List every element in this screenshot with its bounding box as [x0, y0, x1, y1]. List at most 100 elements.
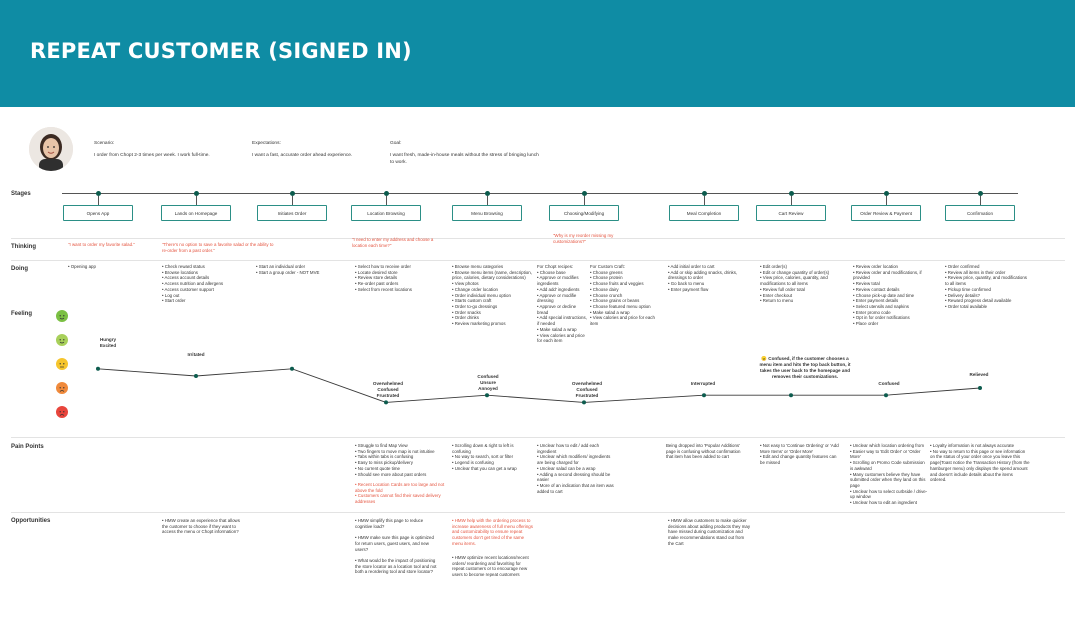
stage-connector	[386, 196, 387, 205]
stage-dot	[581, 191, 587, 196]
feeling-label: Hungry Excited	[99, 337, 117, 348]
feeling-line	[97, 368, 981, 403]
feeling-point	[789, 393, 793, 398]
stage-dot	[289, 191, 295, 196]
stage-connector	[791, 196, 792, 205]
feeling-label: Relieved	[969, 372, 989, 377]
thinking-quote: "I need to enter my address and choose a…	[352, 237, 434, 248]
stage-box: Opens App	[63, 205, 133, 221]
feeling-point	[884, 393, 888, 398]
stage-box: Confirmation	[945, 205, 1015, 221]
doing-list: • Select how to receive order • Locate d…	[355, 264, 412, 292]
expectations-text: I want a fast, accurate order ahead expe…	[252, 153, 353, 158]
row-label-opportunities: Opportunities	[11, 518, 51, 524]
doing-list: • Opening app	[68, 264, 96, 269]
stage-connector	[886, 196, 887, 205]
row-divider	[11, 437, 1065, 438]
feeling-point	[485, 393, 489, 398]
pain-points-list: • Struggle to find Map View • Two finger…	[355, 443, 435, 477]
row-divider	[11, 238, 1065, 239]
title-banner: REPEAT CUSTOMER (SIGNED IN)	[0, 0, 1075, 107]
pain-points-list: • Loyalty information is not always accu…	[930, 443, 1030, 483]
stage-connector	[292, 196, 293, 205]
opportunity-list: • HMW simplify this page to reduce cogni…	[355, 518, 437, 575]
goal-title: Goal:	[390, 141, 402, 146]
stage-box: Order Review & Payment	[851, 205, 921, 221]
pain-points-list: • Unclear which location ordering from •…	[850, 443, 928, 506]
feeling-face-icon	[56, 358, 68, 370]
feeling-label: Overwhelmed Confused Frustrated	[571, 381, 603, 398]
stage-dot	[788, 191, 794, 196]
opportunity-list: • HMW optimize recent locations/recent o…	[452, 555, 529, 578]
stage-dot	[193, 191, 199, 196]
opportunity-list: • HMW allow customers to make quicker de…	[668, 518, 751, 546]
row-divider	[11, 260, 1065, 261]
scenario-text: I order from Chopt 2-3 times per week. I…	[94, 153, 210, 158]
doing-list: For Custom Craft: • Choose greens • Choo…	[590, 264, 655, 327]
pain-points-list: • Unclear how to edit / add each ingredi…	[537, 443, 614, 494]
feeling-point	[194, 374, 198, 378]
opportunity-list: • HMW create an experience that allows t…	[162, 518, 240, 535]
thinking-quote: "Why is my reorder missing my customizat…	[553, 233, 614, 244]
feeling-point	[290, 366, 294, 371]
feeling-point	[582, 400, 586, 405]
doing-list: For Chopt recipes: • Choose base • Appro…	[537, 264, 587, 344]
stage-dot	[484, 191, 490, 196]
pain-points-list-highlighted: • Recent Location Cards are too large an…	[355, 482, 445, 505]
stage-box: Meal Completion	[669, 205, 739, 221]
pain-points-list: • Scrolling down & right to left is conf…	[452, 443, 517, 471]
doing-list: • Edit order(s) • Edit or change quantit…	[760, 264, 830, 304]
feeling-point	[384, 400, 388, 405]
row-label-doing: Doing	[11, 266, 28, 272]
expectations-title: Expectations:	[252, 141, 281, 146]
pain-points-list: • Not easy to 'Continue Ordering' or 'Ad…	[760, 443, 839, 466]
stage-box: Choosing/Modifying	[549, 205, 619, 221]
feeling-label: Overwhelmed Confused Frustrated	[372, 381, 404, 398]
stage-connector	[196, 196, 197, 205]
goal-text: I want fresh, made-in-house meals withou…	[390, 153, 539, 166]
doing-list: • Order confirmed • Review all items in …	[945, 264, 1027, 310]
stage-box: Location Browsing	[351, 205, 421, 221]
doing-list: • Review order location • Review order a…	[853, 264, 922, 327]
pain-points-list: Being dropped into 'Popular Additions' p…	[666, 443, 741, 460]
feeling-face-icon	[56, 334, 68, 346]
doing-list: • Check reward status • Browse locations…	[162, 264, 224, 304]
doing-list: • Start an individual order • Start a gr…	[256, 264, 320, 275]
stage-connector	[487, 196, 488, 205]
stage-connector	[584, 196, 585, 205]
feeling-face-icon	[56, 406, 68, 418]
persona-photo-icon	[29, 127, 73, 171]
opportunity-list-highlighted: • HMW help with the ordering process to …	[452, 518, 533, 546]
doing-list: • Add initial order to cart • Add or ski…	[668, 264, 738, 292]
doing-list: • Browse menu categories • Browse menu i…	[452, 264, 532, 327]
persona-avatar	[29, 127, 73, 171]
stage-box: Initiates Order	[257, 205, 327, 221]
stage-box: Menu Browsing	[452, 205, 522, 221]
row-label-thinking: Thinking	[11, 244, 36, 250]
feeling-label: Interrupted	[690, 381, 716, 386]
feeling-face-icon	[56, 310, 68, 322]
feeling-label: 😠 Confused, if the customer chooses a me…	[759, 356, 851, 379]
stage-dot	[383, 191, 389, 196]
stage-box: Cart Review	[756, 205, 826, 221]
page-title: REPEAT CUSTOMER (SIGNED IN)	[30, 39, 412, 63]
row-divider	[11, 512, 1065, 513]
thinking-quote: "I want to order my favorite salad."	[68, 242, 135, 247]
stage-dot	[701, 191, 707, 196]
stage-dot	[883, 191, 889, 196]
stage-box: Lands on Homepage	[161, 205, 231, 221]
feeling-face-icon	[56, 382, 68, 394]
stages-timeline	[62, 193, 1018, 194]
thinking-quote: "There's no option to save a favorite sa…	[162, 242, 274, 253]
feeling-label: Confused	[878, 381, 900, 386]
stage-connector	[980, 196, 981, 205]
row-label-feeling: Feeling	[11, 311, 33, 317]
row-label-stages: Stages	[11, 191, 31, 197]
stage-dot	[977, 191, 983, 196]
feeling-point	[702, 393, 706, 398]
stage-dot	[95, 191, 101, 196]
stage-connector	[704, 196, 705, 205]
feeling-label: Confused Unsure Annoyed	[477, 374, 499, 391]
